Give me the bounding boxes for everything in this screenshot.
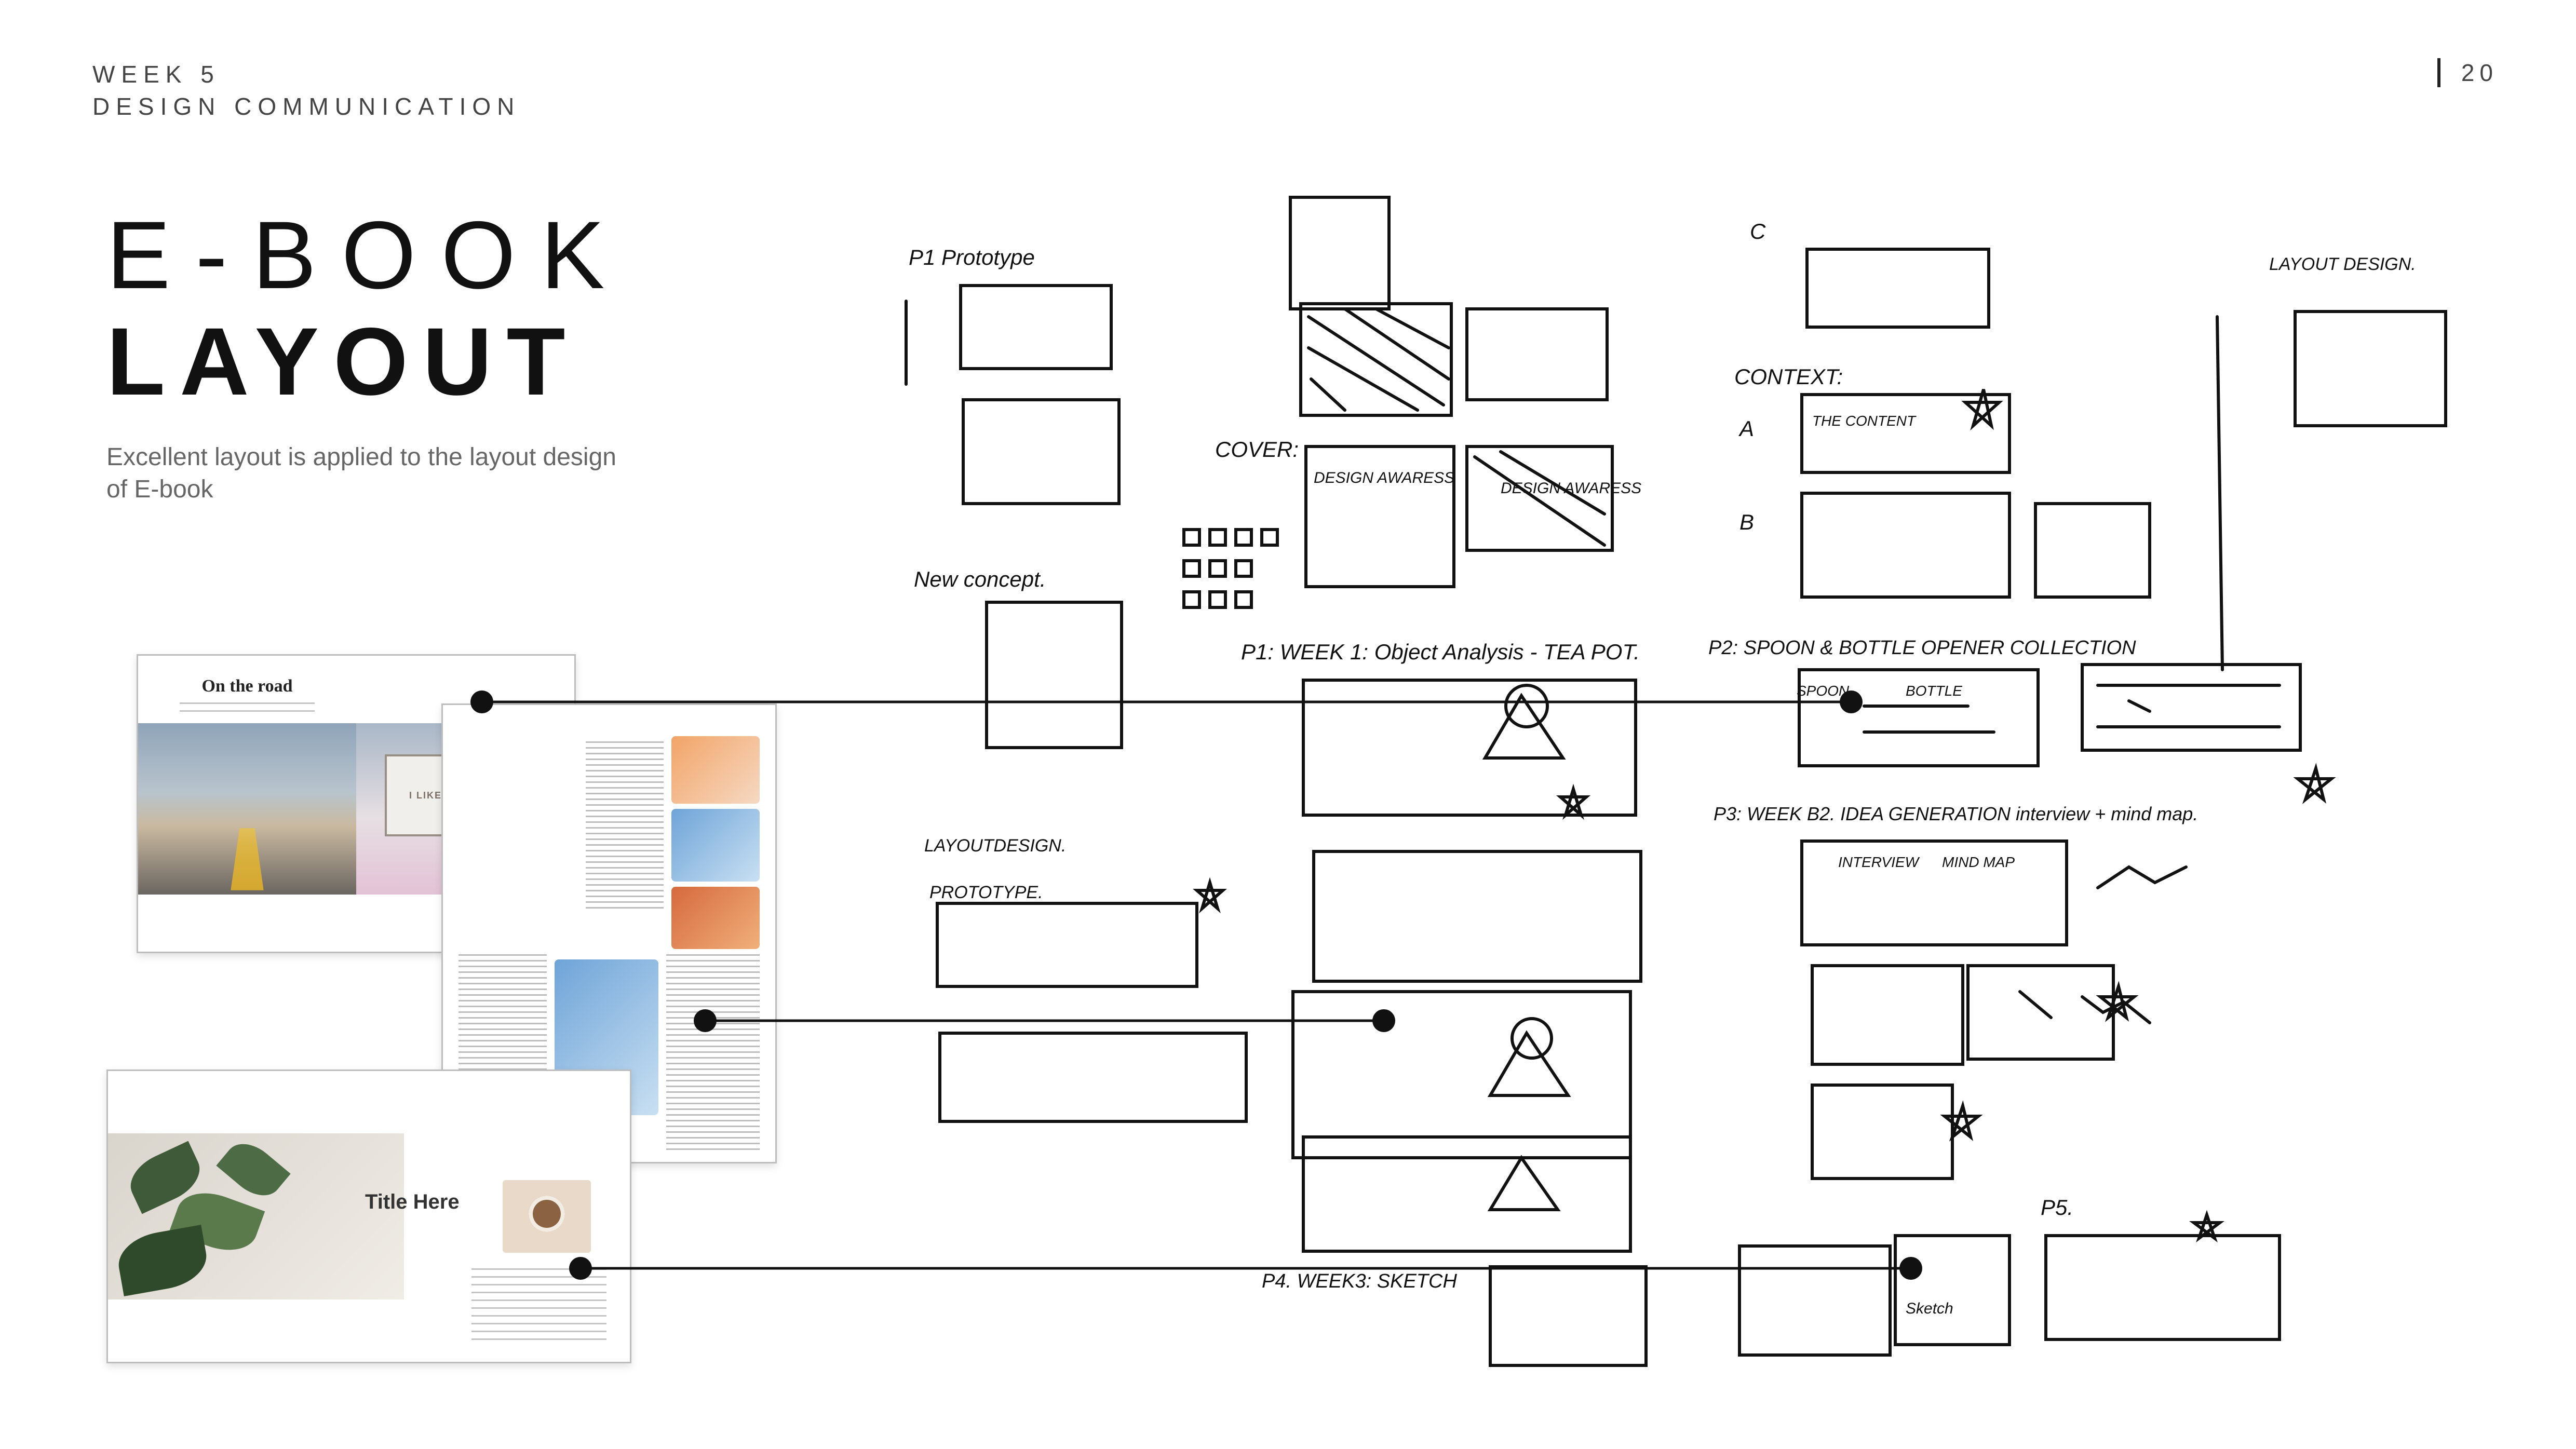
road-left-page: On the road — [138, 656, 357, 952]
page-number-divider — [2437, 58, 2440, 87]
page-number: 20 — [2437, 58, 2498, 87]
sketch-frame — [2294, 310, 2447, 427]
road-heading: On the road — [201, 676, 293, 696]
road-photo — [138, 723, 356, 895]
star-mark — [1556, 783, 1590, 820]
sketch-label: P1 Prototype — [909, 245, 1035, 269]
sketch-frame — [1312, 850, 1642, 983]
page-title-line2: LAYOUT — [106, 308, 580, 415]
sketch-frame — [938, 1032, 1248, 1123]
sketch-frame — [1800, 839, 2068, 946]
plant-photo — [108, 1133, 404, 1299]
sketch-label: SPOON — [1797, 683, 1850, 699]
sketch-label: LAYOUTDESIGN. — [924, 836, 1066, 856]
sketch-frame — [1302, 679, 1637, 817]
road-intro-text — [180, 702, 315, 714]
sketch-label: MIND MAP — [1942, 854, 2015, 870]
star-mark — [1961, 389, 2003, 431]
page-number-value: 20 — [2461, 59, 2498, 86]
sketch-label: P3: WEEK B2. IDEA GENERATION interview +… — [1714, 803, 2198, 824]
sketch-hatch — [1473, 450, 1606, 547]
title-body-text — [471, 1268, 606, 1341]
sketch-label: New concept. — [914, 567, 1046, 591]
sketch-label: DESIGN AWARESS — [1314, 469, 1454, 486]
sketch-frame — [1304, 445, 1455, 588]
sketch-label: C — [1750, 219, 1766, 243]
sketch-frame — [1798, 668, 2040, 767]
sketch-label: Sketch — [1906, 1300, 1953, 1317]
sketch-label: A — [1738, 416, 1754, 441]
sketch-triangle — [1487, 1030, 1571, 1097]
doc-image — [671, 809, 760, 882]
title-here-text: Title Here — [365, 1190, 460, 1213]
sketch-frame — [1291, 990, 1632, 1159]
doc-image — [671, 736, 760, 804]
sketch-frame — [2044, 1234, 2281, 1341]
sketch-frame — [1811, 1084, 1954, 1180]
sketch-circle — [1504, 684, 1549, 728]
sketch-circle — [1510, 1017, 1553, 1060]
sketch-frame — [1805, 248, 1990, 329]
sketch-frame — [1289, 196, 1391, 310]
sketch-label: CONTEXT: — [1734, 364, 1843, 389]
sketch-frame — [1966, 964, 2115, 1061]
sketch-frame — [1302, 1135, 1632, 1253]
doc-column — [666, 954, 760, 1152]
sketch-frame — [1465, 307, 1609, 401]
week-label: WEEK 5 — [92, 61, 220, 88]
sketch-label: P2: SPOON & BOTTLE OPENER COLLECTION — [1708, 637, 2136, 659]
star-mark — [1193, 877, 1227, 914]
course-label: DESIGN COMMUNICATION — [92, 93, 521, 120]
sketch-frame — [1894, 1234, 2011, 1346]
sketch-frame — [2034, 502, 2151, 599]
sketch-label: B — [1739, 510, 1754, 534]
sketch-label: P1: WEEK 1: Object Analysis - TEA POT. — [1241, 640, 1640, 664]
sketch-label: P4. WEEK3: SKETCH — [1262, 1270, 1457, 1292]
sketch-mindmap — [2096, 699, 2188, 889]
sketch-frame — [985, 601, 1123, 749]
sketch-frame — [1811, 964, 1964, 1066]
sketch-frame — [1800, 393, 2011, 474]
tea-image — [503, 1180, 591, 1253]
sketch-frame — [936, 902, 1198, 988]
sketch-line — [2216, 315, 2224, 671]
sketch-frame — [1738, 1244, 1892, 1357]
leaf-shape — [216, 1133, 291, 1206]
thumbnail-title-page: Title Here — [106, 1069, 631, 1363]
sketch-hatch — [1863, 684, 2281, 734]
road-stripe — [231, 828, 264, 890]
sketch-triangle — [1482, 693, 1566, 760]
sketch-label: BOTTLE — [1906, 683, 1962, 699]
sketch-frame — [1299, 302, 1453, 417]
sketch-label: COVER: — [1215, 437, 1299, 462]
sketch-grid — [1182, 528, 1279, 609]
doc-image — [671, 887, 760, 949]
sketch-frame — [962, 398, 1121, 505]
sketch-mindmap — [2018, 990, 2151, 1024]
sketch-triangle — [1487, 1155, 1561, 1211]
sketch-hatch — [1307, 307, 1450, 412]
doc-column — [586, 741, 664, 913]
sketch-label: DESIGN AWARESS — [1501, 480, 1641, 497]
star-mark — [2293, 763, 2336, 804]
leaf-shape — [114, 1225, 211, 1296]
page-subtitle: Excellent layout is applied to the layou… — [106, 443, 616, 503]
star-mark — [2096, 981, 2139, 1022]
sketch-label: INTERVIEW — [1838, 854, 1920, 870]
sketch-frame — [1800, 492, 2011, 599]
sketch-board: P1 Prototype COVER: DESIGN AWARESS DESIG… — [905, 196, 2447, 1367]
star-mark — [1940, 1100, 1983, 1142]
sketch-label: P5. — [2041, 1195, 2073, 1220]
sketch-label: THE CONTENT — [1812, 413, 1917, 429]
sketch-frame — [2081, 663, 2302, 752]
sketch-label: LAYOUT DESIGN. — [2269, 254, 2416, 274]
page-title-line1: E-BOOK — [106, 202, 630, 309]
sketch-label: PROTOTYPE. — [929, 883, 1043, 902]
sketch-frame — [959, 284, 1113, 370]
sketch-frame — [1489, 1265, 1648, 1367]
tea-cup-shape — [529, 1196, 565, 1232]
sketch-frame — [1465, 445, 1614, 552]
header-course: WEEK 5 DESIGN COMMUNICATION — [92, 58, 520, 123]
star-mark — [2189, 1210, 2224, 1243]
